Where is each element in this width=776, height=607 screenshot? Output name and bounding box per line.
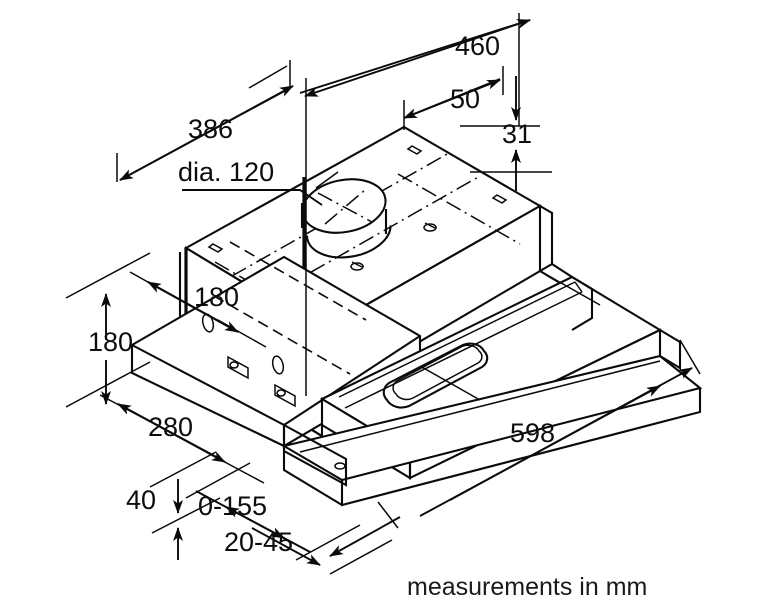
dimension-label-180-left: 180 [88,327,133,357]
lower-guide-rail [281,354,703,507]
dim-40 [149,451,221,560]
dim-dia-120 [182,78,339,396]
dimension-label-20-45: 20-45 [224,527,293,557]
dim-31 [460,76,552,191]
dim-460 [248,13,531,126]
dimension-label-180-upper: 180 [194,282,239,312]
dimension-label-280: 280 [148,412,193,442]
dimension-annotations [65,13,701,575]
dimension-label-40: 40 [126,485,156,515]
handle-recess [382,342,489,409]
dim-598 [377,339,701,529]
units-caption: measurements in mm [407,573,647,601]
dim-386 [116,60,294,182]
dim-0-155 [185,462,361,561]
guide-left-block [282,423,348,487]
dimension-label-598: 598 [510,418,555,448]
appliance-body [130,125,703,507]
mounting-brackets [201,313,296,408]
dim-180-upper [129,271,267,348]
dimension-text-layer: 460 386 50 31 dia. 120 180 180 280 40 0-… [88,31,647,601]
dimension-label-0-155: 0-155 [198,491,267,521]
dimension-label-dia-120: dia. 120 [178,157,274,187]
dim-280 [99,394,265,484]
dim-50 [403,66,504,130]
hidden-edges [213,241,367,375]
dimension-label-386: 386 [188,114,233,144]
dim-180-left [65,252,151,408]
lower-shelf-lines [419,270,601,401]
dimension-label-31: 31 [502,119,532,149]
dim-20-45 [251,516,401,575]
dimension-label-460: 460 [455,31,500,61]
pullout-right-return [571,276,682,370]
dimension-label-50: 50 [450,84,480,114]
